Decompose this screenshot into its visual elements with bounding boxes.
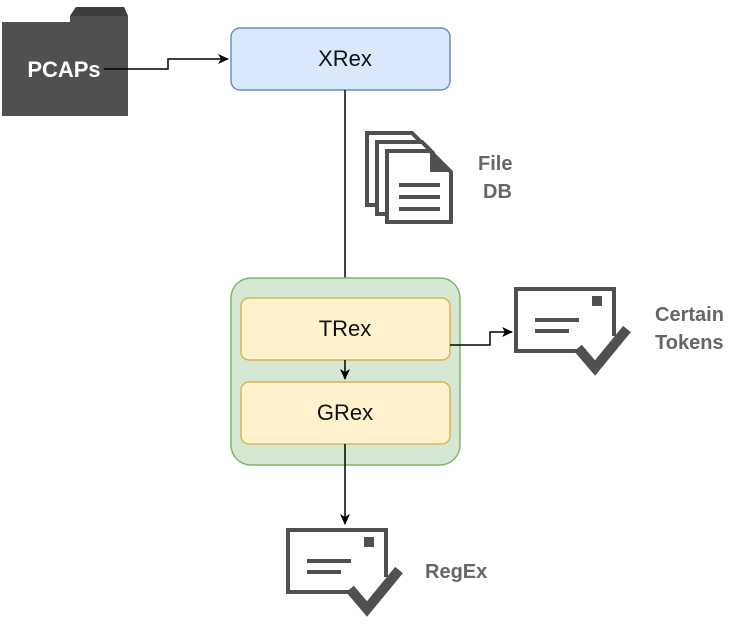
regex-label: RegEx — [425, 561, 487, 583]
edge-pcaps-to-xrex — [104, 54, 229, 70]
xrex-node[interactable]: XRex — [230, 27, 451, 91]
file-db-label-line2: DB — [483, 181, 512, 203]
pcaps-label: PCAPs — [27, 57, 100, 82]
xrex-label: XRex — [318, 46, 372, 71]
certain-tokens-label-line1: Certain — [655, 304, 724, 326]
regex-certificate-icon[interactable] — [286, 528, 403, 617]
pcaps-folder-icon[interactable]: PCAPs — [2, 7, 128, 116]
edge-trex-to-certain-tokens — [450, 327, 513, 346]
certain-tokens-certificate-icon[interactable] — [514, 287, 631, 376]
file-db-documents-icon[interactable] — [365, 131, 453, 224]
grex-label: GRex — [317, 400, 373, 425]
grex-node[interactable]: GRex — [240, 381, 451, 445]
file-db-label-line1: File — [478, 153, 512, 175]
trex-label: TRex — [319, 316, 372, 341]
trex-node[interactable]: TRex — [240, 297, 451, 361]
certain-tokens-label-line2: Tokens — [655, 332, 724, 354]
